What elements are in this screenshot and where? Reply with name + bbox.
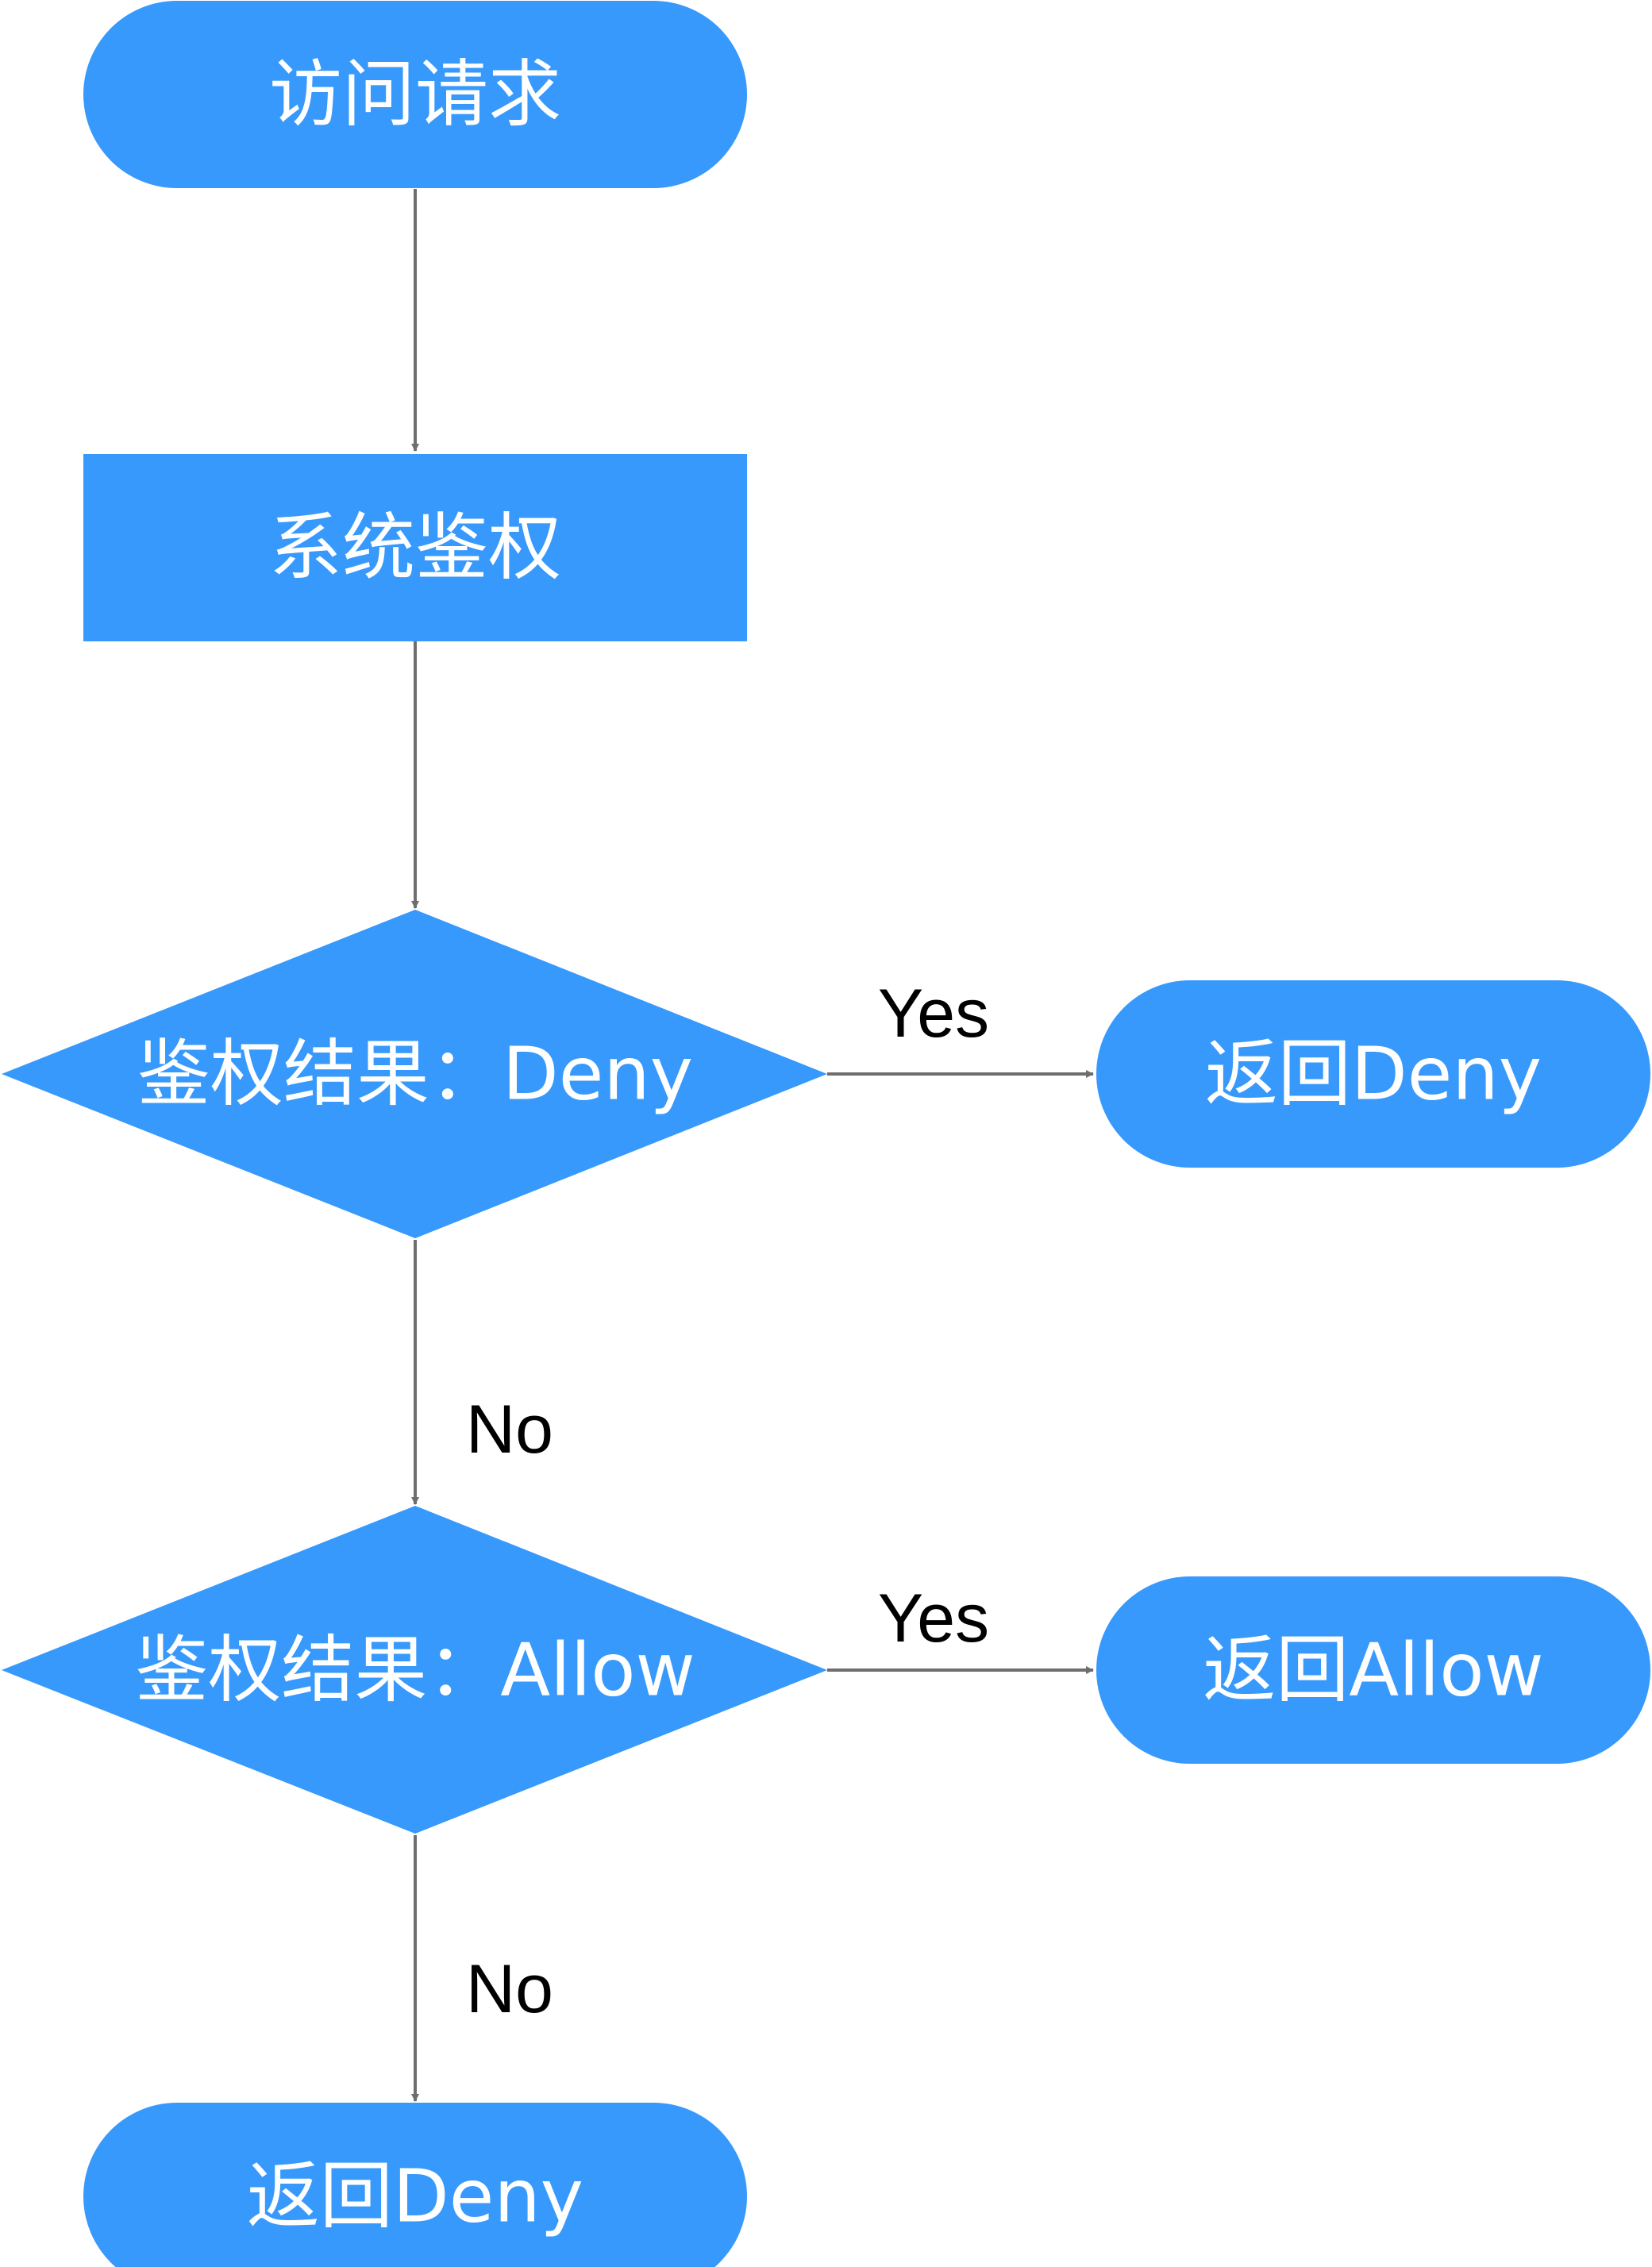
decision-allow-node-label: 鉴权结果：Allow: [135, 1628, 695, 1713]
system-auth-node: 系统鉴权: [83, 454, 747, 641]
system-auth-node-label: 系统鉴权: [269, 506, 561, 591]
decision-allow-node: 鉴权结果：Allow: [2, 1506, 827, 1834]
allow-yes-label: Yes: [878, 1580, 989, 1657]
deny-yes-label: Yes: [878, 976, 989, 1052]
decision-deny-node-label: 鉴权结果：Deny: [137, 1032, 693, 1117]
return-deny-node-2-label: 返回Deny: [247, 2154, 583, 2239]
return-allow-node: 返回Allow: [1096, 1576, 1650, 1764]
decision-deny-node: 鉴权结果：Deny: [2, 910, 827, 1238]
return-deny-node-1-label: 返回Deny: [1205, 1032, 1542, 1117]
allow-no-label: No: [466, 1951, 553, 2027]
return-deny-node-2: 返回Deny: [83, 2103, 747, 2267]
return-deny-node-1: 返回Deny: [1096, 980, 1650, 1168]
start-node-label: 访问请求: [269, 52, 561, 137]
start-node: 访问请求: [83, 1, 747, 188]
deny-no-label: No: [466, 1391, 553, 1468]
return-allow-node-label: 返回Allow: [1203, 1628, 1544, 1713]
